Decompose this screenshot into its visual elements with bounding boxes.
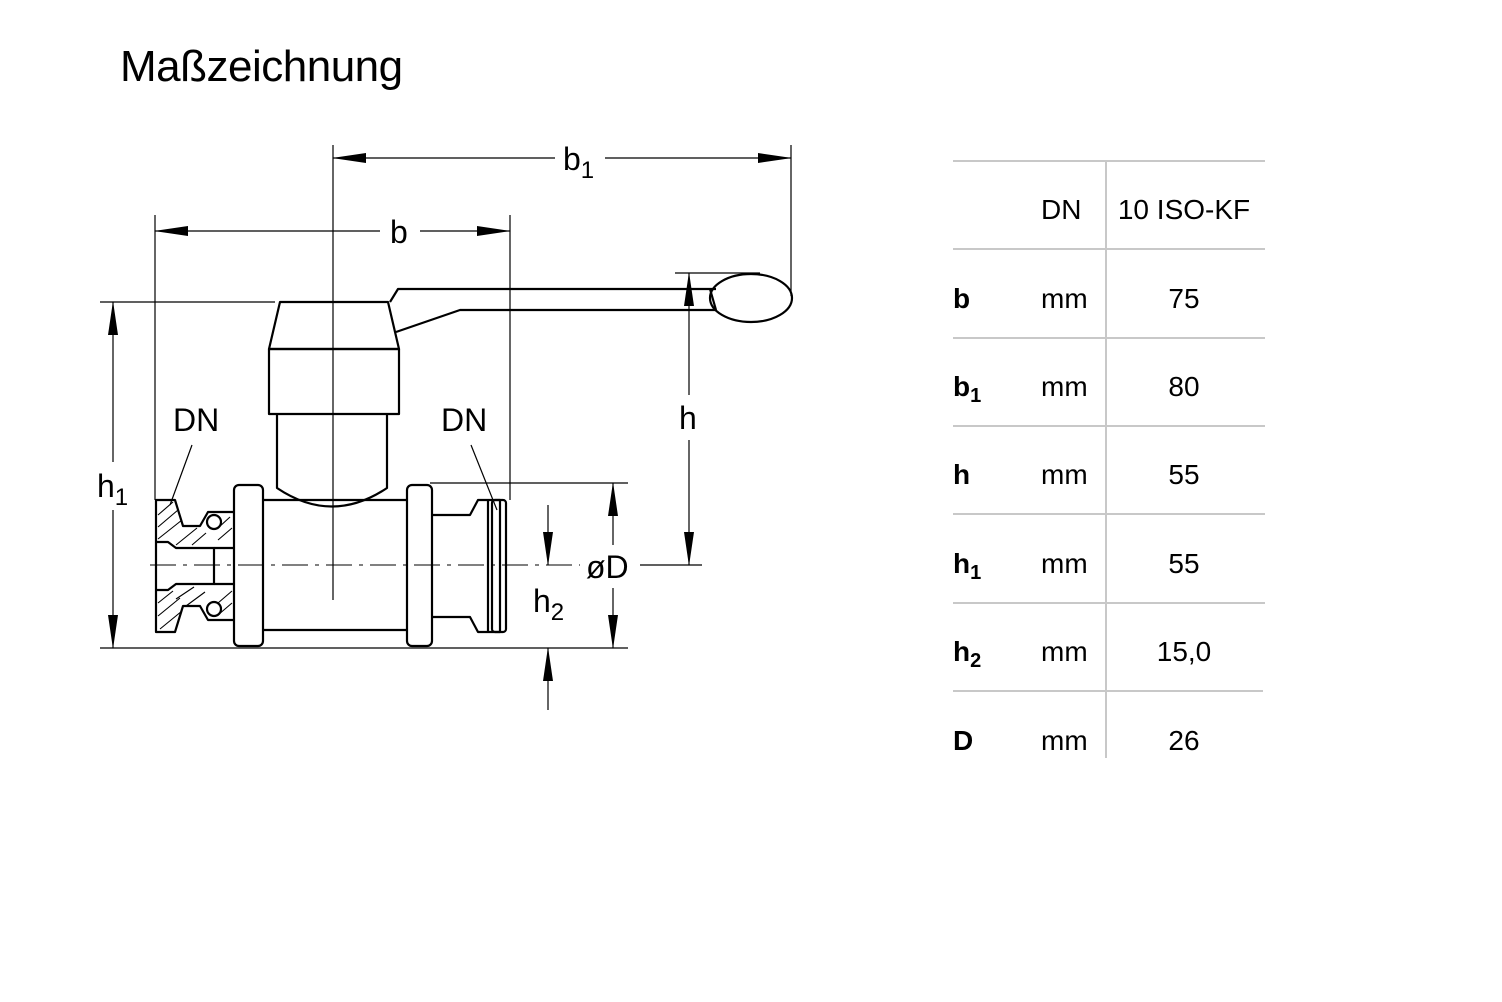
section-hatching [157,501,233,630]
row-unit: mm [1041,636,1088,667]
label-b1: b1 [563,141,594,184]
label-h1: h1 [97,468,128,511]
row-unit: mm [1041,459,1088,490]
label-dn-left: DN [173,402,219,438]
row-value: 80 [1168,371,1200,402]
dimension-lines [108,153,792,710]
page-title: Maßzeichnung [120,42,403,91]
row-symbol: D [953,725,974,756]
row-symbol: h2 [953,636,982,672]
row-value: 55 [1168,459,1200,490]
extension-lines [100,145,792,649]
row-symbol: h1 [953,548,982,584]
label-dn-right: DN [441,402,487,438]
row-value: 55 [1168,548,1200,579]
valve-dimension-drawing: b1 b h h1 DN DN øD h2 [97,141,794,710]
row-unit: mm [1041,725,1088,756]
row-symbol: b [953,283,971,314]
dn-left-leader [169,444,193,506]
valve-body [154,272,794,648]
row-unit: mm [1041,283,1088,314]
dn-right-leader [470,444,498,511]
row-symbol: h [953,459,971,490]
row-unit: mm [1041,371,1088,402]
row-value: 26 [1168,725,1200,756]
row-unit: mm [1041,548,1088,579]
header-dn: DN [1041,194,1082,225]
row-value: 15,0 [1156,636,1212,667]
header-size: 10 ISO-KF [1117,194,1251,225]
label-h: h [679,400,697,436]
label-h2: h2 [533,583,564,626]
row-symbol: b1 [953,371,982,407]
row-value: 75 [1168,283,1200,314]
label-b: b [390,214,408,250]
label-diameter: øD [586,549,629,585]
